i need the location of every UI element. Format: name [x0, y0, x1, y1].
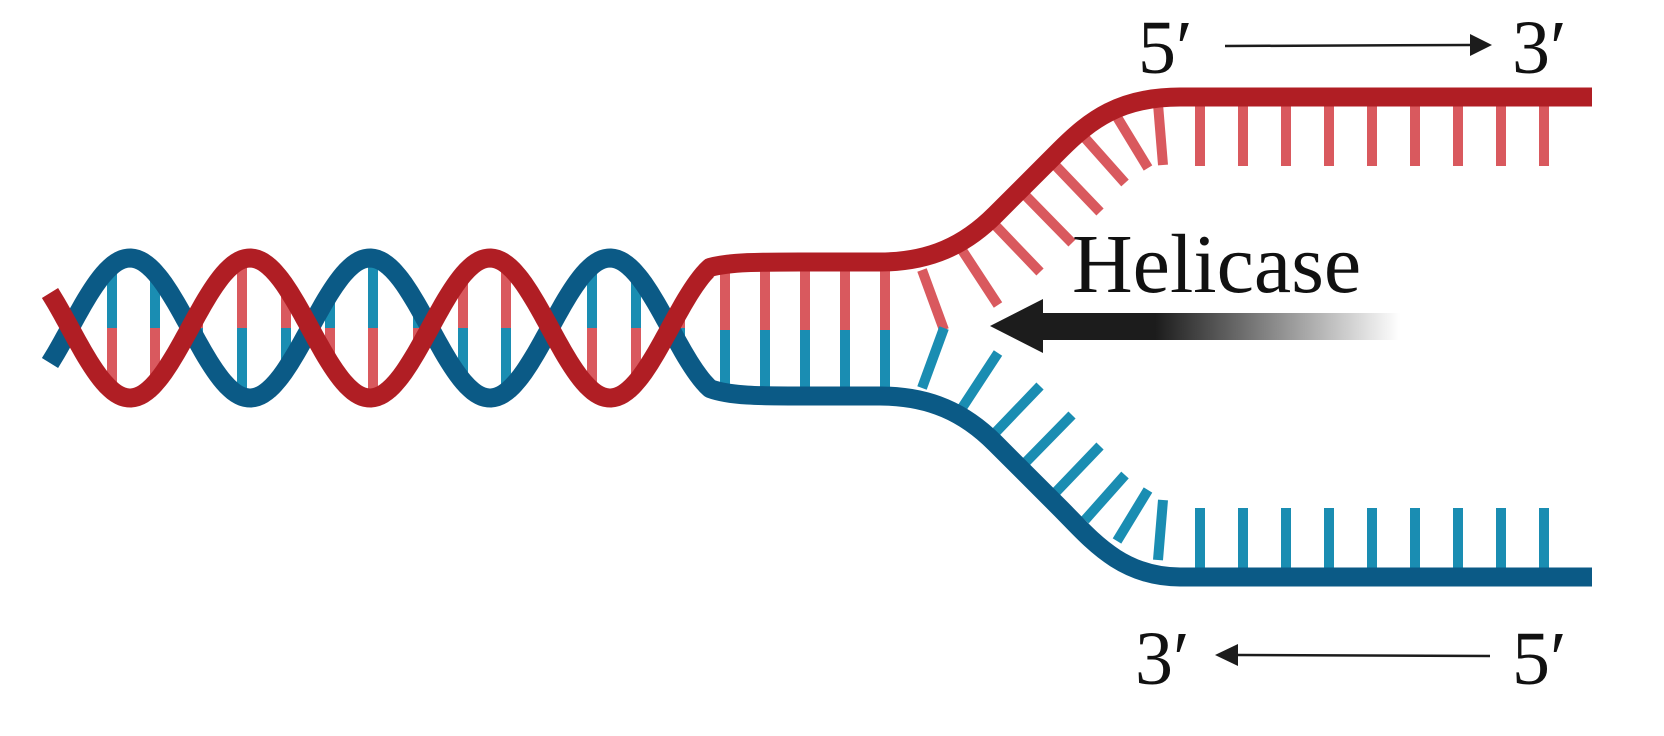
fork-base-red [1153, 103, 1168, 166]
fork-base-red [1051, 161, 1104, 216]
helicase-label: Helicase [1072, 218, 1361, 311]
fork-base-blue [1153, 499, 1168, 561]
fork-base-blue [1021, 411, 1076, 467]
blue-strand-backbone [41, 248, 1592, 587]
fork-base-red [917, 268, 949, 332]
top-5-prime-label: 5′ [1138, 6, 1193, 90]
fork-base-blue [1081, 471, 1129, 524]
fork-base-blue [917, 326, 949, 390]
fork-base-blue [1112, 487, 1153, 544]
top-3-prime-label: 3′ [1512, 6, 1567, 90]
bottom-3-prime-label: 3′ [1135, 617, 1190, 701]
helicase-arrow [990, 299, 1400, 353]
fork-base-blue [1051, 442, 1104, 497]
fork-base-red [957, 247, 1003, 308]
bottom-direction-arrow [1215, 644, 1491, 666]
fork-base-red [1021, 191, 1076, 247]
top-strand-bases [917, 103, 1549, 332]
fork-base-red [1081, 134, 1129, 187]
red-strand-backbone [41, 87, 1592, 408]
fork-base-blue [991, 382, 1044, 437]
bottom-strand-bases [917, 326, 1549, 570]
top-direction-arrow [1224, 34, 1492, 56]
fork-base-red [1112, 114, 1153, 171]
fork-base-red [991, 221, 1044, 276]
fork-base-blue [957, 350, 1003, 411]
bottom-5-prime-label: 5′ [1512, 617, 1567, 701]
